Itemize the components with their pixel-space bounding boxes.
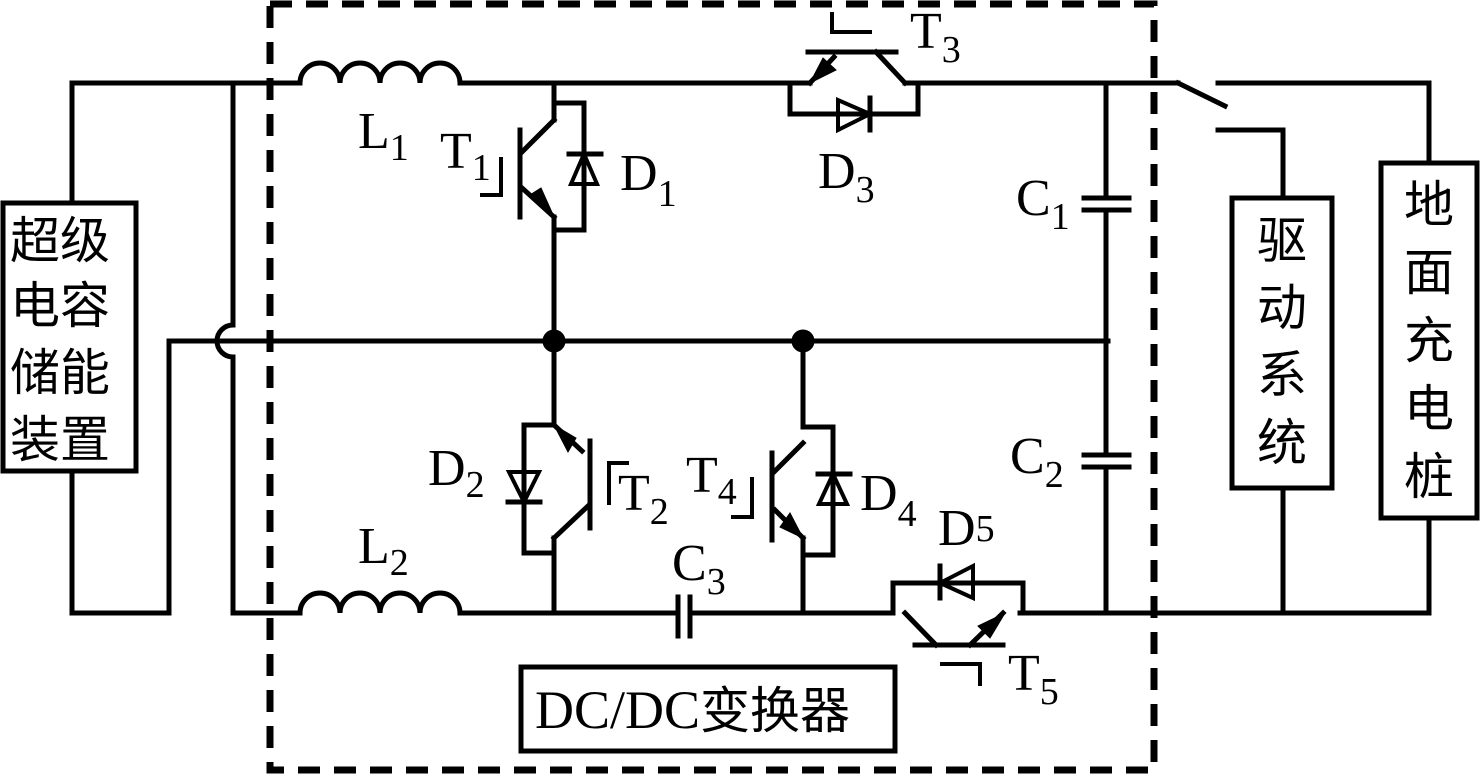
label-D3: D3 [818, 143, 875, 211]
converter-label: DC/DC变换器 [535, 680, 850, 740]
supercap-line-4: 装置 [10, 411, 110, 469]
T2-emitter-arrow [552, 423, 577, 454]
supercap-line-1: 超级 [10, 212, 110, 270]
T1-emitter-arrow [529, 187, 555, 218]
drive-char-3: 系 [1257, 346, 1307, 404]
supercap-line-2: 电容 [10, 277, 110, 335]
label-L2: L2 [358, 518, 409, 584]
top-rail [230, 60, 1181, 86]
charger-char-2: 面 [1404, 244, 1454, 302]
converter-label-box: DC/DC变换器 [518, 664, 898, 754]
drive-char-1: 驱 [1257, 212, 1307, 270]
middle-bus [213, 329, 1111, 353]
inductor-L2 [297, 590, 463, 616]
bottom-rail [297, 590, 1428, 639]
switch-T5-D5 [890, 562, 1026, 686]
T5-emitter-arrow [977, 611, 1007, 639]
label-T3: T3 [910, 3, 961, 71]
charger-char-3: 充 [1404, 312, 1454, 370]
label-C2: C2 [1010, 428, 1064, 496]
label-D5: D5 [938, 500, 995, 557]
charger-char-5: 桩 [1404, 448, 1454, 506]
label-T4: T4 [686, 447, 737, 513]
diode-D2 [505, 470, 543, 507]
drive-system-block: 驱 动 系 统 [1229, 195, 1335, 616]
drive-char-2: 动 [1257, 279, 1307, 337]
label-L1: L1 [358, 103, 409, 169]
diode-D1 [567, 148, 601, 186]
label-D4: D4 [860, 465, 917, 535]
supercap-storage-block: 超级 电容 储能 装置 [0, 200, 139, 474]
switch-T2-D2 [505, 338, 629, 616]
switch-T4-D4 [731, 338, 853, 616]
label-T5: T5 [1008, 645, 1059, 713]
inductor-L1 [297, 60, 463, 86]
label-D1: D1 [620, 145, 677, 215]
switch-T3-D3 [787, 12, 921, 134]
label-T1: T1 [440, 123, 491, 189]
supercap-wiring [69, 80, 303, 616]
label-C3: C3 [672, 535, 726, 603]
label-C1: C1 [1016, 170, 1070, 238]
converter-boundary [266, 0, 1158, 774]
charger-char-4: 电 [1404, 380, 1454, 438]
selector-switch[interactable] [1174, 79, 1432, 201]
charger-char-1: 地 [1404, 176, 1454, 234]
dc-link-capacitors [1081, 80, 1132, 616]
drive-char-4: 统 [1257, 414, 1307, 472]
label-D2: D2 [428, 440, 485, 506]
T4-emitter-arrow [779, 512, 805, 540]
label-T2: T2 [618, 465, 669, 533]
component-labels: L1 L2 T1 D1 D2 T2 T4 D4 C3 T3 D3 C1 C2 D… [358, 3, 1070, 713]
diode-D5 [935, 562, 975, 602]
ground-charger-block: 地 面 充 电 桩 [1378, 160, 1480, 616]
diode-D4 [815, 469, 851, 506]
T3-emitter-arrow [808, 57, 837, 85]
diode-D3 [836, 96, 875, 134]
switch-T1-D1 [480, 80, 604, 344]
supercap-line-3: 储能 [10, 344, 110, 402]
